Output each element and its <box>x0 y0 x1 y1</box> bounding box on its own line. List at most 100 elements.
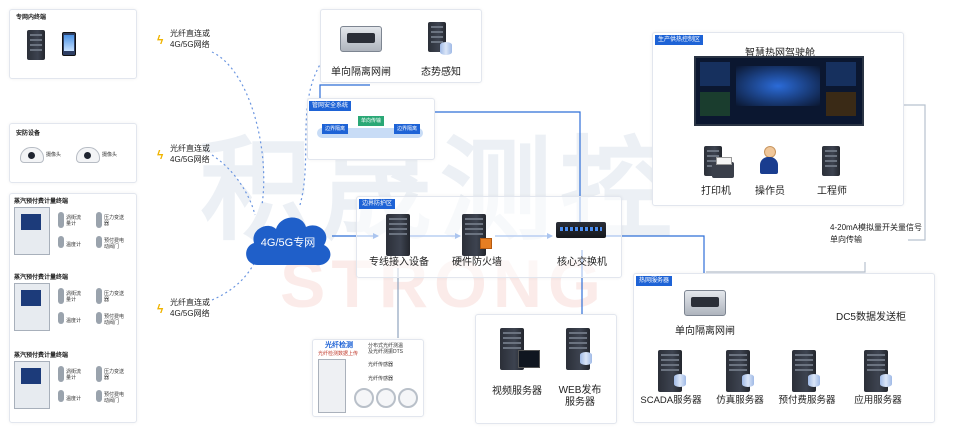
thermometer-icon <box>58 236 64 248</box>
engineer-server-icon <box>822 146 840 176</box>
mgmt-left-tag: 边界隔离 <box>322 124 349 134</box>
prepay-label: 预付费服务器 <box>778 395 836 406</box>
temp-label: 温度计 <box>66 318 82 324</box>
lightning-icon: ϟ <box>157 33 164 47</box>
control-title: 生产供热控制区 <box>655 35 704 45</box>
core-switch-icon <box>556 222 606 238</box>
video-server-label: 视频服务器 <box>492 386 542 397</box>
fiber-title: 光纤检测 <box>325 342 353 349</box>
wire-control-signal <box>902 104 926 241</box>
disk-icon <box>440 42 452 55</box>
fiber-item3: 光纤传感器 <box>368 376 394 382</box>
link-label-2a: 光纤直连或 <box>170 144 210 153</box>
wire-signal-heat <box>706 262 866 273</box>
operator-label: 操作员 <box>755 186 785 197</box>
isolation-gateway-icon <box>684 290 726 316</box>
camera-icon <box>76 147 100 163</box>
security-title: 安防设备 <box>16 131 41 137</box>
pressure-label: 压力变送器 <box>104 215 125 227</box>
operator-icon <box>760 146 778 174</box>
link-label-3b: 4G/5G网络 <box>170 309 210 318</box>
flowmeter-icon <box>58 366 64 382</box>
terminal-title: 蒸汽预付费计量终端 <box>14 275 69 281</box>
panel-heat-servers <box>633 273 935 423</box>
lightning-icon: ϟ <box>157 148 164 162</box>
camera-label-1: 摄像头 <box>46 152 62 158</box>
heat-title: 热网服务器 <box>636 276 673 286</box>
valve-icon <box>96 312 102 324</box>
engineer-label: 工程师 <box>817 186 847 197</box>
web-server-label-2: 服务器 <box>565 397 595 408</box>
web-server-label-1: WEB发布 <box>558 385 602 396</box>
fiber-spool-icon <box>376 388 396 408</box>
pressure-label: 压力变送器 <box>104 291 125 303</box>
firewall-icon <box>480 238 492 249</box>
disk-icon <box>880 374 892 387</box>
wire-core-mgmt <box>432 111 581 222</box>
dc5-label: DC5数据发送柜 <box>835 312 906 323</box>
mgmt-mid-tag: 单向传输 <box>358 116 385 126</box>
disk-icon <box>580 352 592 365</box>
awareness-label: 态势感知 <box>421 67 461 78</box>
fiber-item2: 光纤传感器 <box>368 362 394 368</box>
temp-label: 温度计 <box>66 242 82 248</box>
terminal-cabinet-icon <box>14 207 50 255</box>
flow-label: 涡街流量计 <box>66 291 82 303</box>
valve-label: 预付费电动阀门 <box>104 314 125 326</box>
fiber-item1: 分布式光纤测温 <box>368 343 404 349</box>
wire-core-heat <box>606 235 705 285</box>
pressure-icon <box>96 366 102 382</box>
terminal-title: 蒸汽预付费计量终端 <box>14 353 69 359</box>
app-label: 应用服务器 <box>854 395 902 406</box>
link-label-1a: 光纤直连或 <box>170 29 210 38</box>
flow-label: 涡街流量计 <box>66 215 82 227</box>
firewall-label: 硬件防火墙 <box>452 257 502 268</box>
disk-icon <box>742 374 754 387</box>
heat-gateway-label: 单向隔离网闸 <box>675 326 735 337</box>
valve-label: 预付费电动阀门 <box>104 238 125 250</box>
phone-icon <box>62 32 76 56</box>
boundary-title: 边界防护区 <box>359 199 396 209</box>
signal-label-2: 单向传输 <box>830 235 862 244</box>
thermometer-icon <box>58 312 64 324</box>
private-net-title: 专网内终端 <box>16 15 47 21</box>
top-gateway-label: 单向隔离网闸 <box>331 67 391 78</box>
fiber-subtitle: 光纤检测数据上传 <box>318 351 359 357</box>
valve-icon <box>96 390 102 402</box>
dashed-link-2 <box>211 154 256 216</box>
terminal-cabinet-icon <box>14 361 50 409</box>
fiber-cabinet-icon <box>318 359 346 413</box>
terminal-cabinet-icon <box>14 283 50 331</box>
pressure-label: 压力变送器 <box>104 369 125 381</box>
link-label-2b: 4G/5G网络 <box>170 155 210 164</box>
pressure-icon <box>96 212 102 228</box>
mgmt-title: 管网安全系统 <box>309 101 352 111</box>
firewall-server-icon <box>462 214 486 256</box>
fiber-spool-icon <box>354 388 374 408</box>
pressure-icon <box>96 288 102 304</box>
lightning-icon: ϟ <box>157 302 164 316</box>
fiber-item1b: 及光纤测振DTS <box>368 349 404 355</box>
mgmt-bar <box>317 128 423 138</box>
server-icon <box>27 30 45 60</box>
thermometer-icon <box>58 390 64 402</box>
camera-label-2: 摄像头 <box>102 152 118 158</box>
disk-icon <box>808 374 820 387</box>
flow-label: 涡街流量计 <box>66 369 82 381</box>
flowmeter-icon <box>58 288 64 304</box>
fiber-spool-icon <box>398 388 418 408</box>
link-label-1b: 4G/5G网络 <box>170 40 210 49</box>
cockpit-dashboard-screen <box>694 56 864 126</box>
core-label: 核心交换机 <box>557 257 607 268</box>
dashed-link-1 <box>211 51 265 206</box>
disk-icon <box>674 374 686 387</box>
cockpit-label: 智慧热网驾驶舱 <box>745 48 815 59</box>
terminal-title: 蒸汽预付费计量终端 <box>14 199 69 205</box>
access-label: 专线接入设备 <box>369 257 429 268</box>
cloud-label: 4G/5G专网 <box>260 237 316 249</box>
link-label-3a: 光纤直连或 <box>170 298 210 307</box>
flowmeter-icon <box>58 212 64 228</box>
camera-icon <box>20 147 44 163</box>
access-device-icon <box>386 214 410 256</box>
